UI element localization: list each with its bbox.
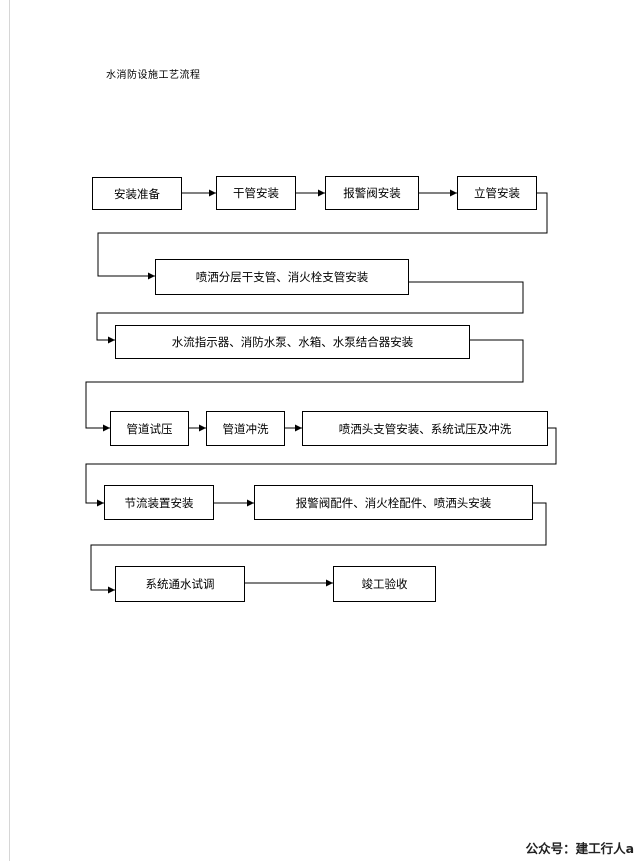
arrow-5-6 <box>96 281 524 344</box>
arrow-6-7 <box>85 339 524 432</box>
arrow-9-10 <box>85 427 557 507</box>
step-riser-pipe: 立管安装 <box>457 176 537 210</box>
step-sprinkler-branch: 喷洒头支管安装、系统试压及冲洗 <box>302 411 548 446</box>
step-label: 竣工验收 <box>361 577 408 591</box>
step-main-pipe: 干管安装 <box>216 176 296 210</box>
step-throttle-device: 节流装置安装 <box>104 485 214 520</box>
step-pumps-tanks: 水流指示器、消防水泵、水箱、水泵结合器安装 <box>115 325 470 359</box>
watermark-text: 公众号：建工行人a <box>525 841 634 856</box>
step-label: 喷洒头支管安装、系统试压及冲洗 <box>338 421 512 436</box>
step-acceptance: 竣工验收 <box>333 566 436 602</box>
step-label: 报警阀安装 <box>343 186 401 200</box>
step-branch-pipes: 喷洒分层干支管、消火栓支管安装 <box>155 259 409 295</box>
step-label: 节流装置安装 <box>124 495 194 510</box>
step-label: 安装准备 <box>114 186 160 201</box>
step-label: 喷洒分层干支管、消火栓支管安装 <box>195 270 369 284</box>
step-install-prep: 安装准备 <box>92 177 182 210</box>
step-pressure-test: 管道试压 <box>110 411 189 446</box>
step-pipe-flush: 管道冲洗 <box>206 411 285 446</box>
step-label: 管道冲洗 <box>222 421 269 436</box>
step-label: 干管安装 <box>233 186 279 200</box>
arrow-4-5 <box>97 192 548 280</box>
step-fittings: 报警阀配件、消火栓配件、喷洒头安装 <box>254 485 533 520</box>
step-label: 报警阀配件、消火栓配件、喷洒头安装 <box>295 495 492 510</box>
step-label: 立管安装 <box>474 186 520 200</box>
step-label: 水流指示器、消防水泵、水箱、水泵结合器安装 <box>171 335 414 349</box>
arrow-11-12 <box>90 502 547 594</box>
step-label: 管道试压 <box>126 421 173 436</box>
step-label: 系统通水试调 <box>145 577 215 591</box>
left-border-line <box>9 0 10 861</box>
step-alarm-valve: 报警阀安装 <box>325 176 419 210</box>
step-water-test: 系统通水试调 <box>115 566 245 602</box>
diagram-title: 水消防设施工艺流程 <box>106 70 201 81</box>
